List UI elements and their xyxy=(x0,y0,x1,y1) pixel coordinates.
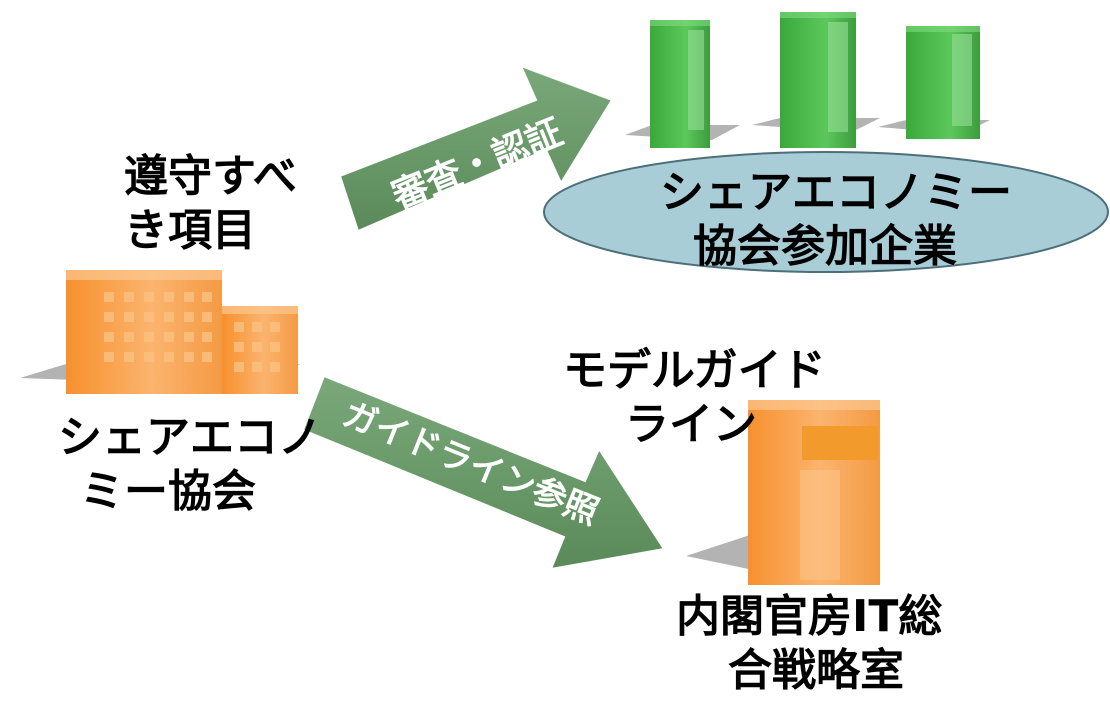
green-building-1-icon xyxy=(625,20,740,148)
compliance-items-line-1: 遵守すべ xyxy=(124,151,297,202)
association-building-icon xyxy=(20,270,300,394)
cabinet-office-line-2: 合戦略室 xyxy=(728,645,904,696)
cabinet-office-line-1: 内閣官房IT総 xyxy=(676,591,943,642)
association-label: シェアエコノ ミー協会 xyxy=(58,411,322,519)
green-building-3-icon xyxy=(878,26,990,139)
participants-line-1: シェアエコノミー xyxy=(660,167,1012,218)
model-guideline-label: モデルガイド ライン xyxy=(563,344,826,452)
participants-ellipse xyxy=(543,151,1109,273)
cabinet-office-label: 内閣官房IT総 合戦略室 xyxy=(676,590,942,698)
participants-line-2: 協会参加企業 xyxy=(693,221,957,272)
green-building-2-icon xyxy=(752,12,880,148)
participant-buildings-icon xyxy=(625,12,990,148)
cabinet-office-building-icon xyxy=(686,400,880,585)
association-line-1: シェアエコノ xyxy=(58,412,322,463)
compliance-items-line-2: き項目 xyxy=(124,205,256,256)
compliance-items-label: 遵守すべ き項目 xyxy=(124,150,297,258)
participants-label: シェアエコノミー 協会参加企業 xyxy=(660,166,1012,274)
association-line-2: ミー協会 xyxy=(80,466,256,517)
model-guideline-line-1: モデルガイド xyxy=(563,345,826,396)
model-guideline-line-2: ライン xyxy=(625,399,757,450)
